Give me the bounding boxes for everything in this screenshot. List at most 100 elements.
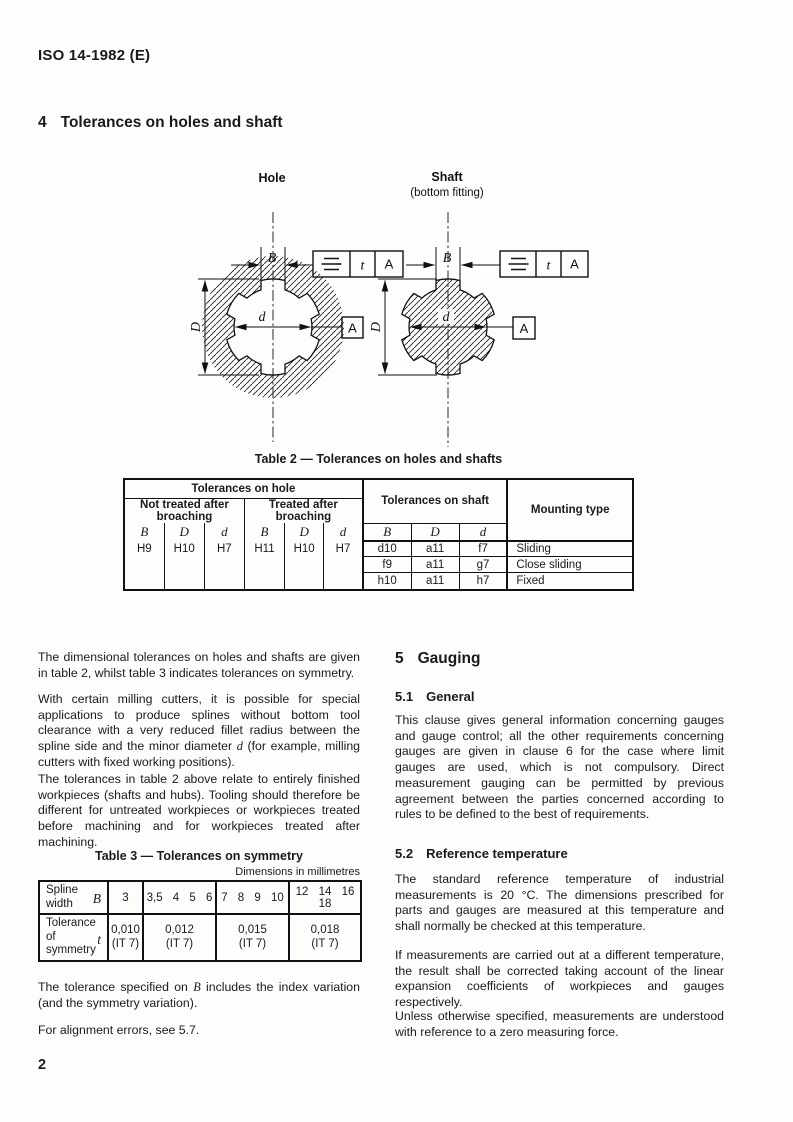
table3-caption: Table 3 — Tolerances on symmetry (95, 849, 303, 863)
shaft-sublabel: (bottom fitting) (410, 187, 484, 199)
spline-figure: Hole Shaft (bottom fitting) D d B (189, 170, 589, 447)
paragraph: Unless otherwise specified, measurements… (395, 1009, 724, 1039)
hole-hatching (202, 256, 344, 398)
table2-shaft-value: a11 (411, 572, 460, 590)
shaft-D-extension-lines (378, 278, 437, 376)
section51-title: General (426, 689, 475, 704)
table2-col-D: D (411, 522, 460, 542)
table2-col-D: D (164, 523, 205, 541)
table2-hole-value: H11 (244, 540, 286, 590)
hole-drawing: D d B t A A (189, 212, 404, 442)
table2-mounting-value: Fixed (516, 574, 545, 587)
table2-treated-header: Treated after broaching (244, 498, 364, 523)
table2-mounting-value: Sliding (507, 540, 633, 557)
table2-caption: Table 2 — Tolerances on holes and shafts (254, 452, 503, 466)
table2-hole-value: H9 (124, 540, 165, 590)
paragraph: With certain milling cutters, it is poss… (38, 692, 360, 769)
doc-reference: ISO 14-1982 (E) (38, 47, 151, 64)
note-paragraph: The tolerance specified on B includes th… (38, 980, 360, 1010)
table2-shaft-value: g7 (459, 556, 509, 573)
paragraph: The dimensional tolerances on holes and … (38, 650, 360, 680)
table2-col-d: d (204, 523, 245, 541)
paragraph: This clause gives general information co… (395, 713, 724, 822)
section4-title: Tolerances on holes and shaft (60, 114, 283, 131)
table2-hole-value: H7 (323, 540, 364, 590)
table3-width-cell: 12 14 16 18 (288, 880, 362, 915)
paragraph: The tolerances in table 2 above relate t… (38, 772, 360, 849)
svg-text:A: A (348, 321, 357, 336)
page-number: 2 (38, 1057, 47, 1073)
shaft-d-label: d (443, 310, 451, 325)
table2-col-d: d (323, 523, 364, 541)
table2-not-treated-header: Not treated after broaching (124, 498, 245, 523)
table2-shaft-group-header: Tolerances on shaft (362, 479, 509, 524)
section52-title: Reference temperature (426, 846, 568, 861)
table3-tolerance-cell: 0,018(IT 7) (288, 913, 362, 962)
shaft-tolerance-t: t (547, 259, 552, 274)
section51-number: 5.1 (395, 689, 414, 704)
section52-heading: 5.2 Reference temperature (395, 846, 568, 861)
table3-width-cell: 3 (107, 880, 144, 915)
hole-D-extension-lines (198, 278, 259, 376)
table2-mounting-header: Mounting type (507, 479, 633, 542)
svg-text:A: A (520, 321, 529, 336)
table2-shaft-value: a11 (411, 556, 460, 573)
table2-col-B: B (362, 522, 412, 542)
section5-title: Gauging (417, 650, 481, 667)
section52-number: 5.2 (395, 846, 414, 861)
table2-shaft-value: f9 (362, 556, 412, 573)
table2-hole-value: H10 (164, 540, 205, 590)
note-paragraph: For alignment errors, see 5.7. (38, 1023, 200, 1037)
table3-tolerance-cell: 0,012(IT 7) (142, 913, 217, 962)
table2-shaft-value: h10 (362, 572, 412, 590)
table3-units-note: Dimensions in millimetres (235, 866, 360, 878)
section51-heading: 5.1 General (395, 689, 475, 704)
paragraph: The standard reference temperature of in… (395, 872, 724, 934)
table2-col-B: B (244, 523, 286, 541)
hole-label: Hole (258, 171, 285, 185)
shaft-D-label: D (369, 322, 384, 333)
table3-width-cell: 3,5 4 5 6 (142, 880, 217, 915)
section4-number: 4 (38, 114, 47, 131)
shaft-datum-box: A (512, 316, 536, 340)
table2-hole-value: H7 (204, 540, 245, 590)
shaft-feature-control-frame: t A (499, 250, 589, 278)
symbol-B: B (92, 891, 101, 906)
shaft-B-extension-lines (435, 247, 461, 283)
symmetry-symbol-icon (321, 257, 342, 271)
table2-shaft-value: f7 (459, 540, 509, 557)
hole-D-label: D (189, 322, 204, 333)
table3-tolerance-cell: 0,010(IT 7) (107, 913, 144, 962)
table2-shaft-value: a11 (411, 540, 460, 557)
table2: Tolerances on hole Tolerances on shaft M… (123, 478, 634, 591)
table2-mounting-value: Close sliding (507, 556, 633, 573)
hole-fcf-datum: A (385, 257, 394, 272)
table2-col-D: D (284, 523, 325, 541)
table2-shaft-value: h7 (459, 572, 509, 590)
hole-B-label: B (268, 251, 277, 266)
shaft-d-label-halo (438, 309, 454, 324)
table2-col-B: B (124, 523, 165, 541)
table2-hole-group-header: Tolerances on hole (124, 479, 364, 499)
table3-tolerance-cell: 0,015(IT 7) (215, 913, 290, 962)
hole-spline-profile (226, 278, 320, 376)
hole-datum-box: A (341, 316, 364, 339)
shaft-B-label: B (443, 251, 452, 266)
hole-tolerance-t: t (361, 259, 366, 274)
symbol-t: t (97, 932, 101, 947)
hole-B-extension-lines (260, 247, 286, 283)
table2-col-d: d (459, 522, 509, 542)
shaft-label: Shaft (431, 170, 463, 184)
shaft-fcf-datum: A (570, 257, 579, 272)
symbol-d: d (236, 739, 243, 754)
hole-d-label: d (259, 310, 267, 325)
table2-shaft-value: d10 (362, 540, 412, 557)
shaft-drawing: D d B t A A (369, 212, 589, 447)
symmetry-symbol-icon (508, 257, 529, 271)
table3-width-cell: 7 8 9 10 (215, 880, 290, 915)
